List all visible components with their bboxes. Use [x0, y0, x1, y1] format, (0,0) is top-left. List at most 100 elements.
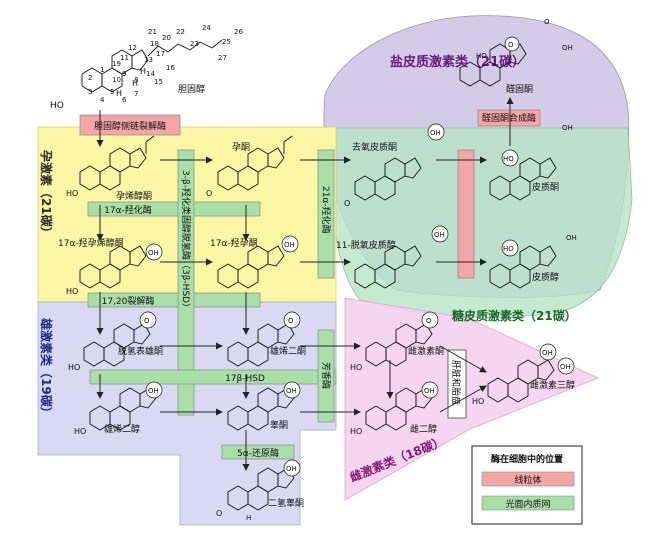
cortisol-label: 皮质醇 — [532, 271, 559, 283]
carbon-number: 23 — [190, 40, 199, 48]
svg-text:O: O — [344, 199, 350, 208]
lyase-bar — [87, 292, 261, 308]
liver-label: 肝脏和胎盘 — [450, 360, 462, 405]
corticosterone-label: 皮质酮 — [532, 181, 559, 193]
cortisol-molecule: HO OH — [489, 234, 577, 289]
legend-er-label: 光面内质网 — [505, 498, 550, 510]
svg-text:OH: OH — [562, 44, 573, 52]
carbon-number: 1 — [100, 66, 104, 74]
corticosterone-molecule: HO OH — [489, 124, 573, 201]
aromatase-bar — [317, 329, 335, 423]
svg-text:OH: OH — [566, 234, 577, 242]
svg-text:OH: OH — [562, 124, 573, 132]
carbon-number: 12 — [128, 44, 137, 52]
svg-text:OH: OH — [424, 387, 435, 395]
testosterone-molecule: OH — [227, 381, 301, 431]
aromatase-label: 芳香酶 — [320, 362, 332, 389]
svg-text:O: O — [144, 317, 150, 325]
carbon-number: 27 — [218, 54, 227, 62]
androstenedione-label: 雄烯二酮 — [270, 345, 306, 357]
carbon-number: 2 — [88, 74, 92, 82]
estradiol-molecule: OH HO — [350, 381, 439, 436]
carbon-number: 9 — [122, 70, 126, 78]
hsd17b-label: 17β-HSD — [225, 374, 265, 384]
legend-title: 酶在细胞中的位置 — [491, 453, 563, 465]
carbon-number: 17 — [156, 50, 165, 58]
carbon-number: 13 — [144, 56, 153, 64]
legend-er-swatch — [481, 495, 575, 511]
svg-text:HO: HO — [472, 397, 484, 406]
androstenediol-molecule: OH HO — [74, 381, 163, 436]
svg-text:OH: OH — [542, 349, 553, 357]
svg-text:H: H — [140, 67, 146, 76]
svg-text:H: H — [132, 79, 138, 88]
svg-text:OH: OH — [560, 363, 571, 371]
carbon-number: 22 — [176, 28, 185, 36]
svg-text:HO: HO — [503, 155, 514, 163]
glucocorticoid-title: 糖皮质激素类（21碳） — [452, 308, 577, 323]
svg-text:HO: HO — [350, 427, 362, 436]
aldo-synthase-box — [477, 109, 541, 127]
estriol-molecule: OH OH HO — [472, 343, 575, 406]
svg-text:O: O — [426, 317, 432, 325]
svg-text:O: O — [216, 509, 222, 518]
svg-text:OH: OH — [434, 231, 445, 239]
reductase-bar — [221, 444, 295, 460]
testosterone-label: 睾酮 — [270, 419, 288, 431]
carbon-number: 21 — [148, 28, 157, 36]
hydroxyprogesterone-molecule: OH — [217, 235, 299, 289]
svg-text:HO: HO — [503, 245, 514, 253]
carbon-number: 4 — [100, 96, 105, 104]
carbon-number: 18 — [150, 40, 159, 48]
hydroxylase21-bar — [317, 149, 335, 279]
carbon-number: 15 — [154, 78, 163, 86]
hsd3b-label: 3-β-羟化类固醇脱氢酶（3β-HSD） — [180, 170, 192, 312]
estrone-label: 雌激素酮 — [408, 345, 444, 357]
deoxycorticosterone-molecule: OHO — [344, 123, 445, 208]
cholesterol-label: 胆固醇 — [178, 83, 205, 95]
scc-enzyme-box — [79, 114, 181, 136]
cholesterol-molecule: HO H H H — [50, 39, 223, 111]
progesterone-label: 孕酮 — [232, 142, 250, 153]
androgen-title: 雄激素类（19碳） — [39, 317, 54, 419]
reaction-arrows — [96, 97, 514, 471]
hydroxylase21-label: 21α-羟化酶 — [320, 186, 332, 234]
estradiol-label: 雌二醇 — [410, 423, 437, 435]
svg-text:OH: OH — [286, 387, 297, 395]
svg-text:O: O — [508, 41, 514, 49]
svg-text:OH: OH — [286, 465, 297, 473]
hsd17b-bar — [89, 369, 337, 385]
carbon-number: 25 — [222, 38, 231, 46]
svg-text:OH: OH — [148, 387, 159, 395]
svg-text:HO: HO — [50, 101, 64, 111]
carbon-number: 24 — [202, 24, 211, 32]
carbon-number: 7 — [134, 90, 138, 98]
hydroxylase17-bar-top — [87, 201, 261, 217]
pregnane-title: 孕激素（21碳） — [39, 150, 54, 239]
svg-text:HO: HO — [74, 427, 86, 436]
pregnenolone-label: 孕烯醇酮 — [116, 190, 152, 202]
carbon-number: 10 — [112, 76, 121, 84]
androstenedione-molecule: O — [227, 311, 301, 367]
carbon-number: 14 — [146, 70, 155, 78]
hydroxypregnenolone-molecule: OH HO — [66, 243, 163, 296]
dht-label: 二氢睾酮 — [268, 497, 304, 509]
pregnenolone-molecule: HO — [66, 135, 155, 198]
glucocorticoid-region — [329, 127, 633, 318]
carbon-number: 8 — [134, 76, 138, 84]
hsd3b-bar — [177, 149, 195, 416]
svg-text:HO: HO — [68, 363, 80, 372]
hydroxypregnenolone-label: 17α-羟孕烯醇酮 — [58, 237, 124, 249]
legend-mitochondria-label: 线粒体 — [514, 474, 541, 486]
svg-text:OH: OH — [148, 249, 159, 257]
carbon-number: 6 — [122, 96, 127, 104]
hydroxylase17-label: 17α-羟化酶 — [104, 204, 152, 216]
legend: 酶在细胞中的位置 线粒体 光面内质网 — [471, 445, 583, 525]
svg-text:O: O — [206, 189, 212, 198]
svg-text:O: O — [544, 18, 550, 26]
svg-text:HO: HO — [66, 287, 78, 296]
scc-enzyme-label: 胆固醇侧链裂解酶 — [94, 120, 166, 132]
deoxycortisol-molecule: OH — [354, 225, 449, 289]
